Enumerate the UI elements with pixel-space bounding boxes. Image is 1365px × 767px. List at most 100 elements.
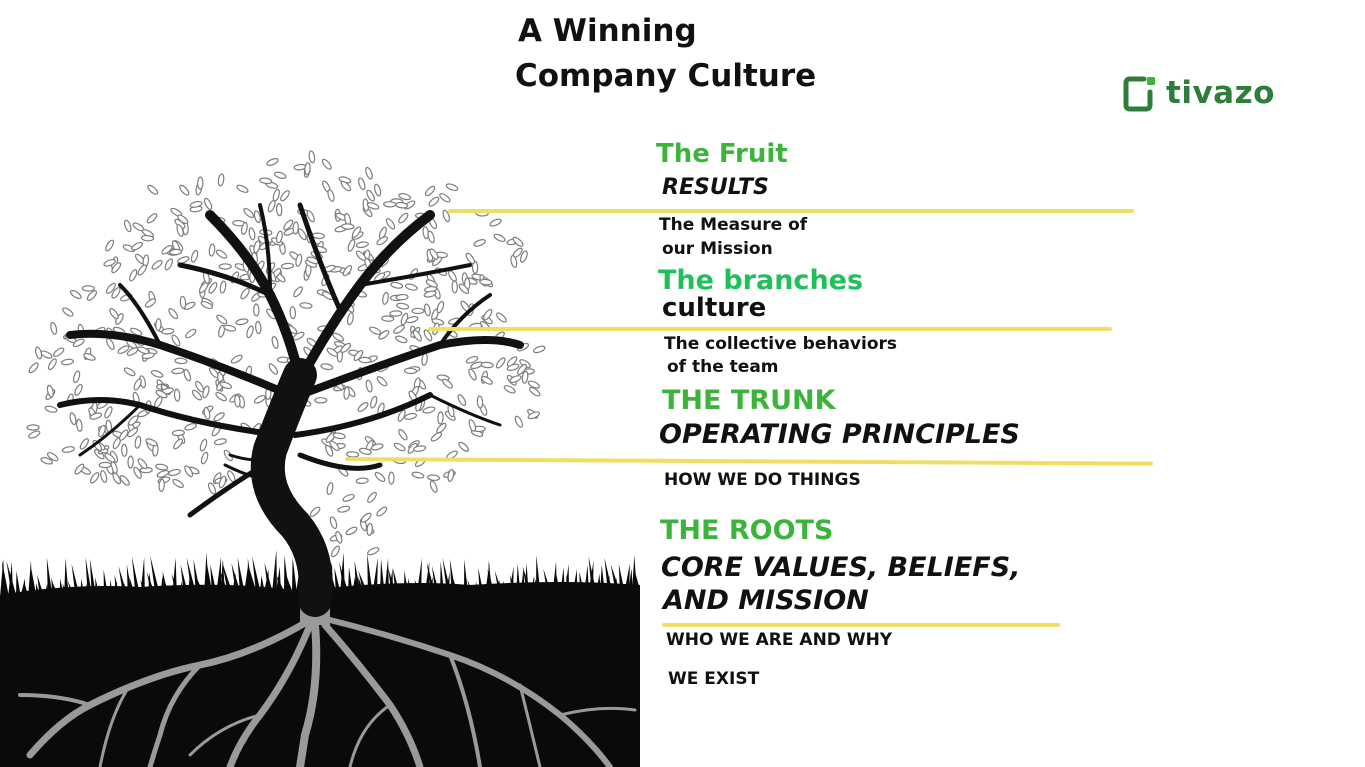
leaf <box>476 395 484 409</box>
leaf <box>430 432 443 442</box>
leaf <box>235 318 249 326</box>
grass-blade <box>610 564 621 595</box>
leaf <box>137 264 147 276</box>
grass-blade <box>440 561 445 601</box>
leaf <box>259 177 273 185</box>
leaf <box>129 269 138 282</box>
leaf <box>346 312 354 326</box>
grass-blade <box>464 559 469 601</box>
leaf <box>219 280 227 294</box>
grass-blade <box>406 582 417 600</box>
leaf <box>208 243 216 257</box>
leaf <box>422 406 436 414</box>
leaf <box>374 471 386 483</box>
leaf <box>358 177 366 191</box>
leaf <box>176 224 184 237</box>
leaf <box>177 256 190 264</box>
leaf <box>266 158 279 166</box>
leaf <box>360 512 372 523</box>
title-line-2: Company Culture <box>515 58 817 94</box>
grass-blade <box>162 577 173 599</box>
leaf <box>127 455 134 469</box>
leaf <box>506 356 518 367</box>
leaf <box>103 258 116 267</box>
grass-blade <box>272 549 277 594</box>
grass-blade <box>467 579 477 601</box>
leaf <box>155 318 162 332</box>
leaf <box>395 293 409 301</box>
leaf <box>411 471 425 479</box>
leaf <box>483 308 493 321</box>
leaf <box>481 375 493 385</box>
leaf <box>393 442 406 452</box>
grass-blade <box>451 573 461 601</box>
leaf <box>111 262 122 274</box>
grass-blade <box>442 557 453 601</box>
leaf <box>329 440 340 451</box>
leaf <box>437 411 444 425</box>
tivazo-logo: tivazo <box>1122 74 1275 112</box>
leaf <box>190 249 199 263</box>
leaf <box>439 193 451 203</box>
leaf <box>370 395 378 409</box>
leaf <box>243 207 255 219</box>
grass-blade <box>67 581 77 601</box>
leaf <box>517 363 527 375</box>
grass-blade <box>44 583 49 600</box>
grass-blade <box>37 574 45 600</box>
fruit-desc-1: The Measure of <box>659 215 808 235</box>
leaf <box>320 363 334 371</box>
leaf <box>208 282 218 294</box>
leaf <box>121 443 128 457</box>
grass-blade <box>565 574 573 597</box>
trunk-heading: THE TRUNK <box>662 385 836 416</box>
leaf <box>382 291 389 305</box>
leaf <box>396 302 410 310</box>
leaf <box>167 468 181 477</box>
leaf <box>329 516 338 530</box>
grass-blade <box>384 557 389 598</box>
leaf <box>134 435 142 449</box>
leaf <box>331 545 340 558</box>
grass-blade <box>99 584 105 601</box>
grass-blade <box>352 576 357 596</box>
leaf <box>35 346 43 360</box>
leaf <box>79 438 89 450</box>
grass-blade <box>264 562 273 594</box>
grass-blade <box>487 569 497 601</box>
leaf <box>119 475 130 486</box>
grass-blade <box>46 557 53 600</box>
leaf <box>234 394 241 408</box>
leaf <box>429 248 439 260</box>
leaf <box>172 478 184 489</box>
leaf <box>171 429 185 437</box>
grass-blade <box>475 581 481 601</box>
leaf <box>355 477 369 485</box>
leaf <box>117 345 130 355</box>
leaf <box>230 354 243 364</box>
leaf <box>184 465 194 478</box>
branches-desc-2: of the team <box>667 357 779 377</box>
leaf <box>106 337 115 351</box>
leaf <box>479 278 493 286</box>
grass-blade <box>372 557 378 597</box>
leaf <box>495 357 506 369</box>
grass-blade <box>431 565 441 601</box>
grass-blade <box>339 561 349 595</box>
leaf <box>253 394 266 404</box>
leaf <box>398 429 408 441</box>
leaf <box>309 506 321 517</box>
leaf <box>280 190 290 202</box>
grass-blade <box>380 558 385 598</box>
leaf <box>529 386 541 397</box>
grass-blade <box>222 561 233 595</box>
leaf <box>145 438 158 447</box>
leaf <box>342 493 355 502</box>
leaf <box>397 409 406 422</box>
fruit-heading: The Fruit <box>656 139 788 169</box>
leaf <box>150 370 164 378</box>
leaf <box>69 289 82 300</box>
grass-blade <box>584 564 589 596</box>
leaf <box>44 405 58 413</box>
leaf <box>451 280 458 294</box>
